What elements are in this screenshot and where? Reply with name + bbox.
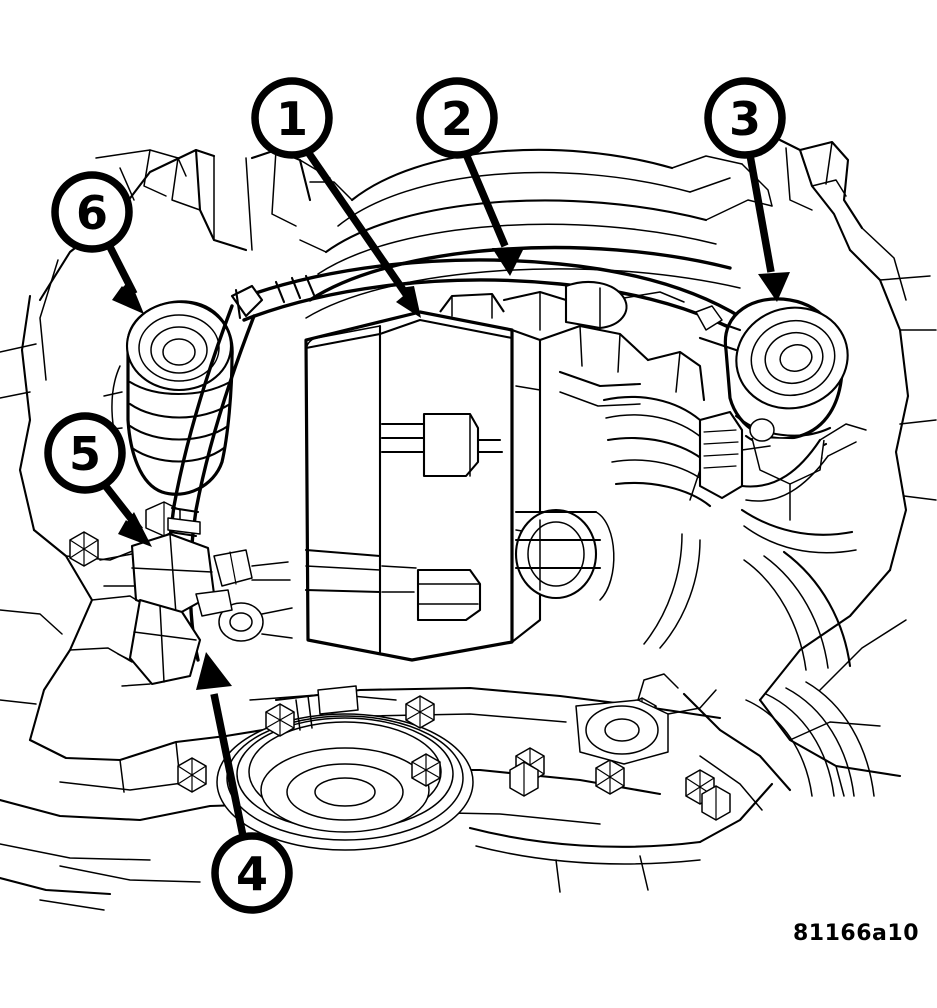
callout-5[interactable]: 5 [44,412,126,494]
callout-5-label: 5 [69,427,101,481]
figure-id-label: 81166a10 [793,921,919,946]
right-strut-tower-mount [689,297,849,521]
callout-6-label: 6 [76,186,108,240]
fastener-bolt [177,757,207,793]
accessory-belt-arcs [643,533,852,671]
fastener-bolt [411,753,441,787]
lower-left-panel [0,865,201,911]
fastener-bolt [69,531,99,567]
intake-manifold [514,324,867,601]
callout-leaders [101,149,790,837]
callout-3-label: 3 [729,92,761,146]
callout-balloons: 1 2 3 4 5 6 [44,77,786,914]
fastener-bolt [405,695,435,729]
air-cleaner-housing [304,280,685,662]
crankshaft-pulley-area [69,531,875,851]
fastener-bolt [595,759,625,795]
fastener-bolt [265,703,295,737]
hose-connector-bracket [99,304,293,687]
fastener-bolt [701,785,731,821]
fastener-bolt [509,761,539,797]
callout-2[interactable]: 2 [416,77,498,159]
right-cowl-panel [682,138,937,811]
callout-4-label: 4 [236,847,268,901]
callout-1[interactable]: 1 [251,77,333,159]
callout-6[interactable]: 6 [51,171,133,253]
callout-2-label: 2 [441,92,473,146]
left-strut-tower-mount [103,300,234,537]
background-sheet-metal [0,148,397,861]
callout-3[interactable]: 3 [704,77,786,159]
oil-pan-edge [468,782,774,893]
callout-4[interactable]: 4 [211,832,293,914]
callout-1-label: 1 [276,92,308,146]
